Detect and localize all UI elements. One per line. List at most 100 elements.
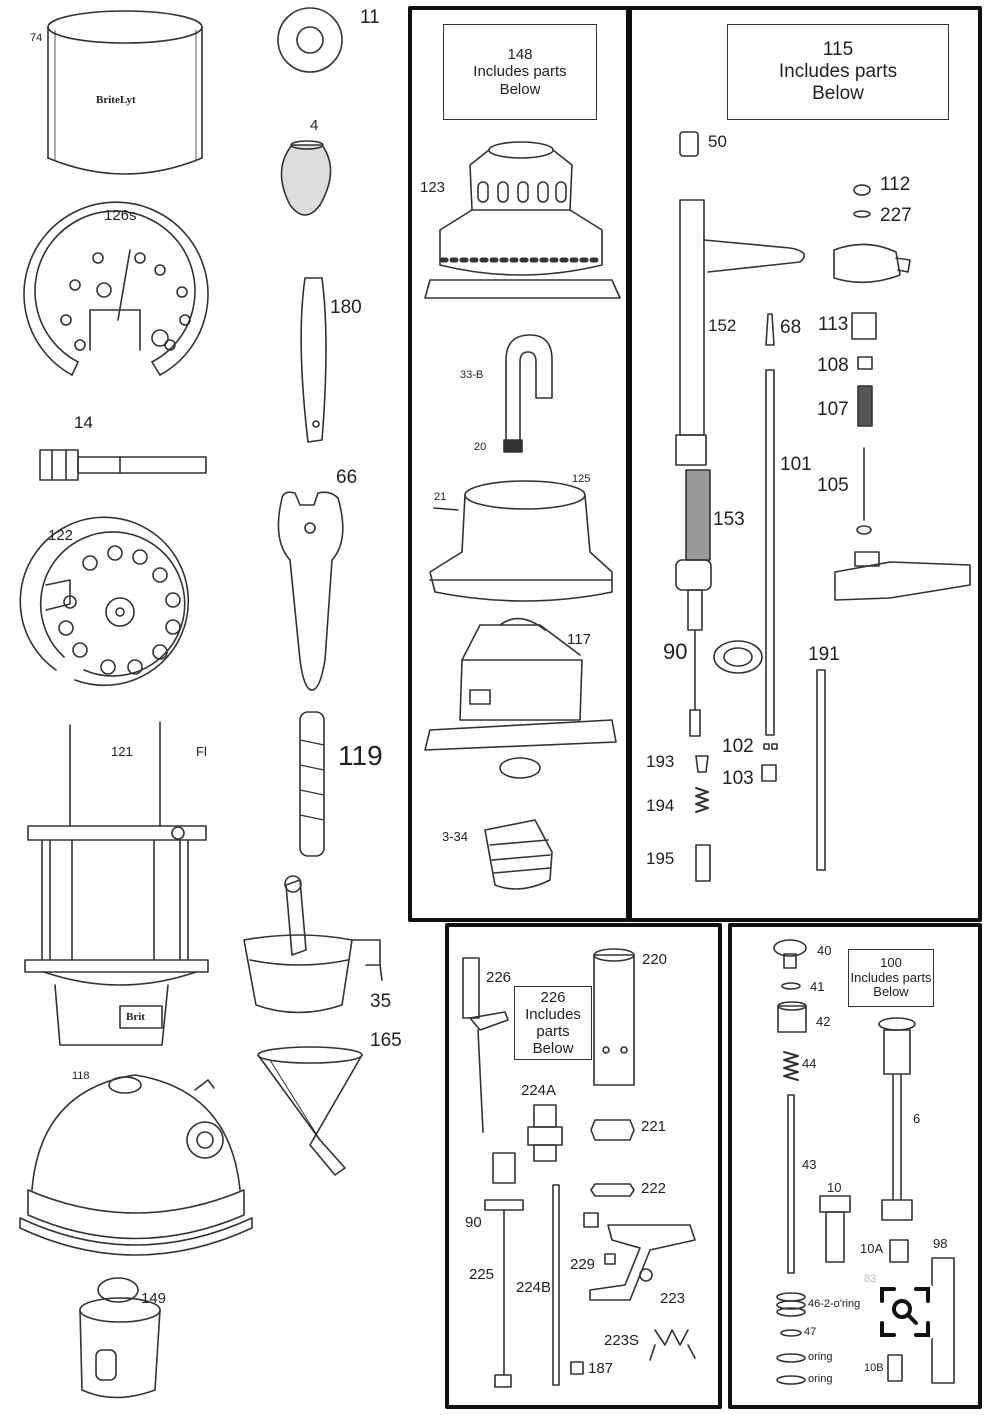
part-225-rod — [484, 1152, 524, 1388]
callout-43: 43 — [802, 1157, 817, 1172]
callout-6: 6 — [913, 1111, 921, 1126]
part-165-funnel — [257, 1046, 363, 1176]
globe-brand-label: BriteLyt — [96, 94, 136, 106]
callout-191: 191 — [808, 644, 840, 665]
part-14-bolt — [39, 449, 207, 481]
zoom-button[interactable] — [876, 1283, 934, 1341]
callout-108: 108 — [817, 355, 849, 376]
callout-153: 153 — [713, 509, 745, 530]
part-46-oring — [776, 1292, 806, 1317]
callout-74: 74 — [30, 32, 43, 44]
callout-194: 194 — [646, 796, 675, 815]
callout-225: 225 — [469, 1266, 495, 1283]
frame-148-group — [408, 6, 630, 922]
part-10a-valve — [889, 1239, 909, 1263]
part-4-mantle — [280, 140, 332, 216]
part-101-rod — [765, 369, 775, 736]
callout-50: 50 — [708, 132, 727, 151]
callout-66: 66 — [336, 467, 358, 488]
callout-113: 113 — [818, 314, 849, 335]
part-43-rod — [787, 1094, 795, 1274]
part-223-lever — [589, 1224, 696, 1301]
part-152-tube — [675, 199, 806, 466]
note-115-group: 115 Includes parts Below — [727, 24, 949, 120]
part-6-pump — [878, 1017, 916, 1221]
part-74-globe — [47, 10, 203, 175]
callout-121: 121 — [111, 744, 133, 759]
callout-83: 83 — [864, 1273, 877, 1285]
part-224b-rod — [552, 1184, 560, 1386]
callout-126s: 126s — [104, 207, 137, 224]
part-40-knob — [773, 939, 807, 969]
callout-122: 122 — [48, 527, 74, 544]
part-126s-plate — [23, 201, 209, 376]
part-33b-tube — [503, 334, 553, 453]
part-220-tube — [593, 948, 635, 1086]
part-118-fount — [19, 1074, 253, 1256]
frame-115-group — [628, 6, 982, 922]
callout-47: 47 — [804, 1326, 817, 1338]
magnifier-zoom-icon — [880, 1287, 930, 1337]
part-122-plate — [19, 516, 190, 687]
part-valve-wheel — [833, 243, 911, 284]
callout-193: 193 — [646, 752, 675, 771]
callout-227: 227 — [880, 205, 912, 226]
part-195-sleeve — [695, 844, 711, 882]
part-229-screw — [583, 1212, 616, 1265]
callout-334: 3-34 — [442, 829, 469, 844]
part-107-fitting — [857, 385, 873, 427]
callout-180: 180 — [330, 297, 362, 318]
note-148-group: 148 Includes parts Below — [443, 24, 597, 120]
callout-14: 14 — [74, 413, 93, 432]
callout-98: 98 — [933, 1236, 948, 1251]
part-223s-spring — [649, 1329, 696, 1361]
callout-oring-2: oring — [808, 1373, 833, 1385]
part-103-clip — [761, 764, 777, 782]
callout-44: 44 — [802, 1056, 817, 1071]
callout-195: 195 — [646, 849, 675, 868]
callout-42: 42 — [816, 1014, 831, 1029]
part-227-washer — [853, 210, 871, 218]
part-117-burner — [424, 617, 617, 779]
part-224a-fitting — [527, 1104, 563, 1162]
note-100-group: 100 Includes parts Below — [848, 949, 934, 1007]
callout-123: 123 — [420, 179, 446, 196]
part-123-ventilator — [424, 141, 621, 299]
callout-220: 220 — [642, 951, 668, 968]
callout-11: 11 — [360, 7, 380, 28]
callout-90-valve: 90 — [465, 1214, 482, 1231]
callout-35: 35 — [370, 991, 392, 1012]
callout-125: 125 — [572, 473, 591, 485]
callout-224b: 224B — [516, 1279, 552, 1296]
part-47-washer — [780, 1329, 802, 1337]
part-66-wrench — [277, 491, 344, 691]
callout-119: 119 — [338, 740, 383, 771]
part-41-washer — [781, 982, 801, 990]
part-11-washer — [277, 7, 343, 73]
part-35-cup — [243, 875, 383, 1014]
frame-brand-label: Brit — [126, 1011, 145, 1023]
part-10-valve — [819, 1195, 851, 1263]
callout-223s: 223S — [604, 1332, 640, 1349]
callout-20: 20 — [474, 441, 487, 453]
callout-101: 101 — [780, 454, 812, 475]
callout-118: 118 — [72, 1070, 90, 1082]
part-113-nut — [851, 312, 877, 340]
part-125-gallery — [429, 480, 613, 602]
part-226-valve — [462, 957, 509, 1133]
callout-33b: 33-B — [460, 369, 484, 381]
part-42-cap — [777, 1001, 807, 1033]
callout-149: 149 — [141, 1290, 167, 1307]
part-44-spring — [783, 1051, 799, 1081]
part-119-generator — [299, 711, 325, 857]
part-121-frame — [24, 721, 209, 1046]
callout-117: 117 — [567, 631, 591, 648]
callout-21: 21 — [434, 491, 447, 503]
part-191-rod — [816, 669, 826, 871]
part-193-tip — [695, 755, 709, 773]
callout-112: 112 — [880, 174, 911, 195]
callout-40: 40 — [817, 943, 832, 958]
callout-46-oring: 46-2-o'ring — [808, 1298, 861, 1310]
part-153-generator — [675, 469, 712, 737]
frame-100-group — [728, 923, 982, 1409]
